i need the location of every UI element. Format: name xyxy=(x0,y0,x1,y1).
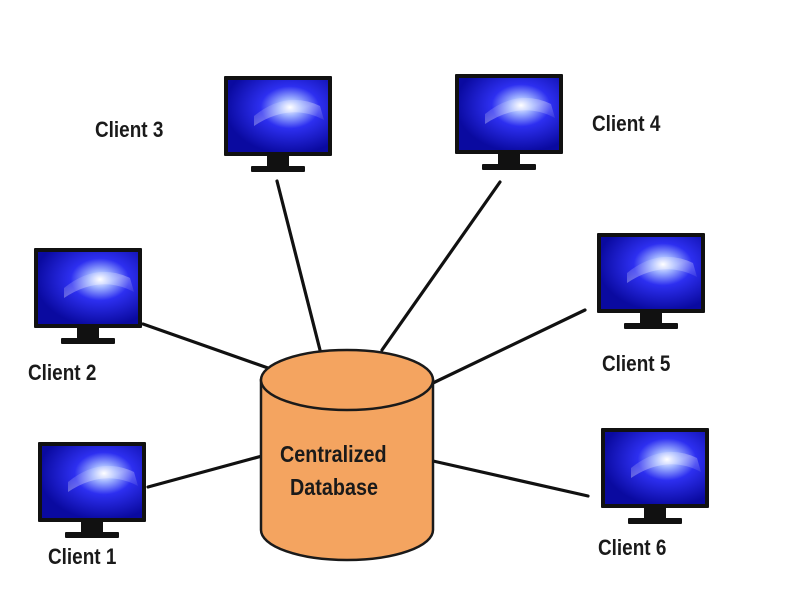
client-monitors xyxy=(34,74,709,538)
database-top xyxy=(259,348,435,412)
connector-line-5 xyxy=(431,308,587,385)
client-5-label: Client 5 xyxy=(602,351,671,376)
computer-monitor-icon xyxy=(34,248,142,344)
connector-line-1 xyxy=(146,454,264,489)
computer-monitor-icon xyxy=(455,74,563,170)
client-1-label: Client 1 xyxy=(48,544,117,569)
client-3-label: Client 3 xyxy=(95,117,164,142)
connector-lines xyxy=(141,179,590,498)
computer-monitor-icon xyxy=(597,233,705,329)
database-label-line1: Centralized xyxy=(280,441,387,467)
database-label-line2: Database xyxy=(290,474,378,500)
client-4-label: Client 4 xyxy=(592,111,661,136)
computer-monitor-icon xyxy=(38,442,146,538)
connector-line-3 xyxy=(275,179,322,352)
database-body xyxy=(259,378,435,562)
database-cylinder xyxy=(259,348,435,562)
connector-line-4 xyxy=(380,180,502,352)
computer-monitor-icon xyxy=(224,76,332,172)
client-6-label: Client 6 xyxy=(598,535,667,560)
client-2-label: Client 2 xyxy=(28,360,97,385)
connector-line-2 xyxy=(141,322,270,370)
connector-line-6 xyxy=(431,459,590,498)
computer-monitor-icon xyxy=(601,428,709,524)
